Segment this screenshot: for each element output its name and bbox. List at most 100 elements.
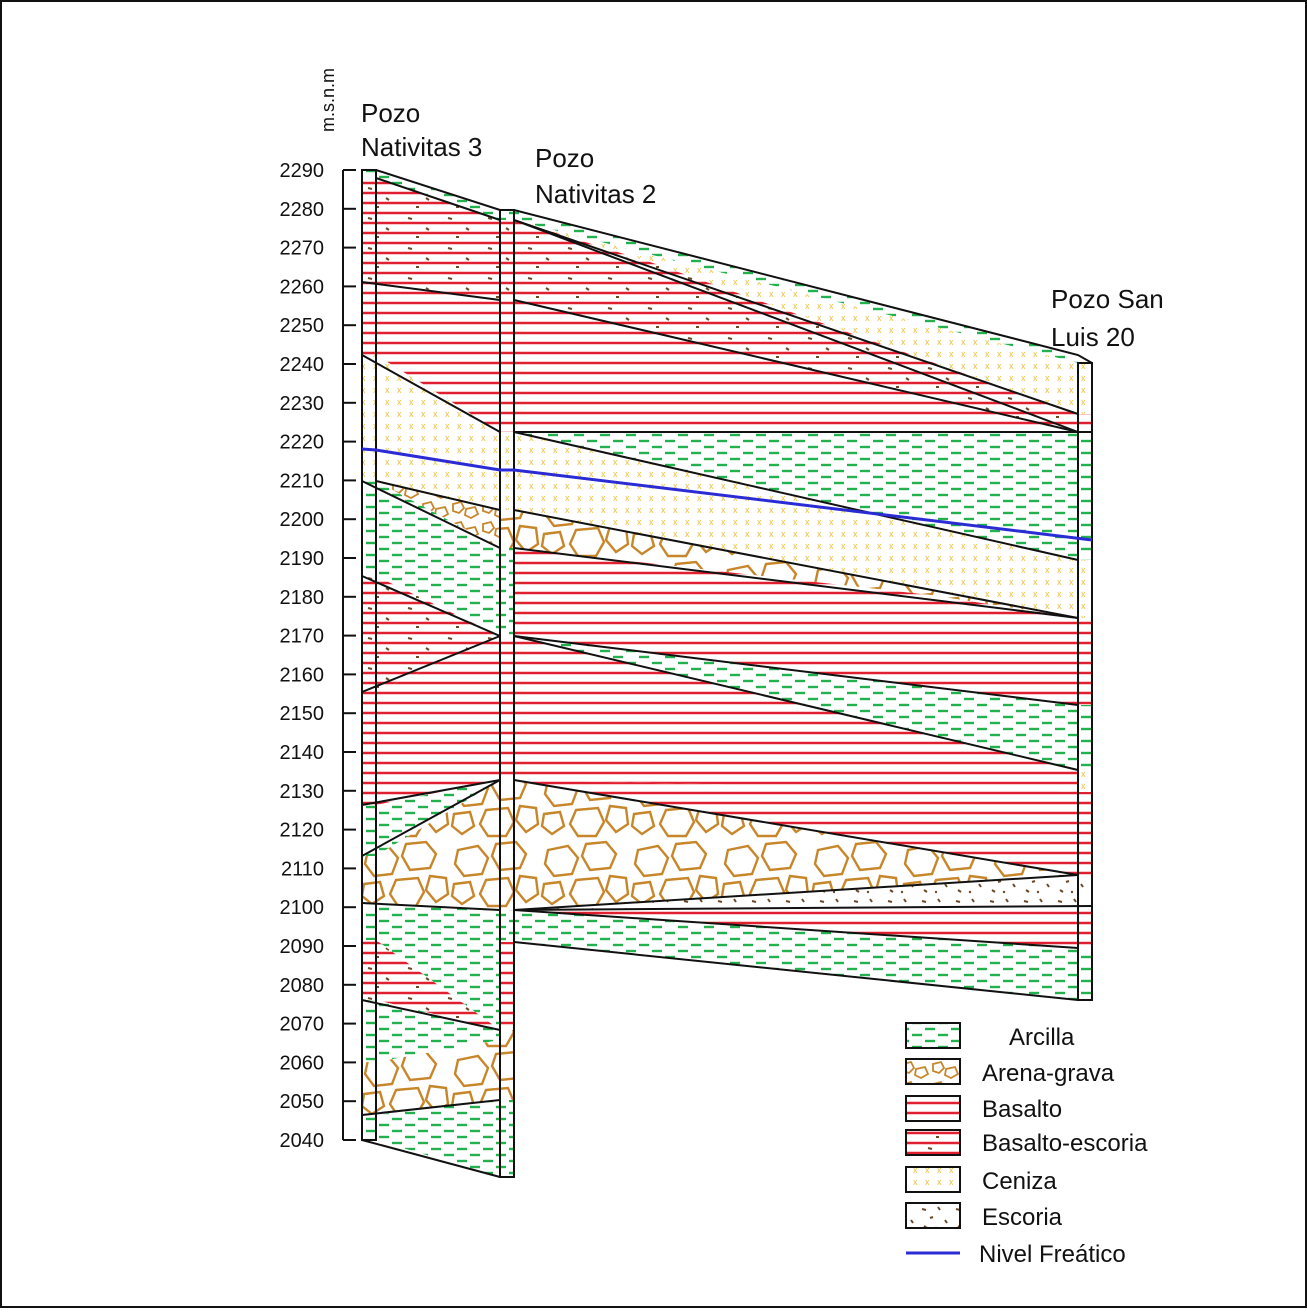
well-label-nativitas2-line1: Pozo xyxy=(535,143,594,173)
unit-basalto xyxy=(362,692,376,805)
unit-arcilla xyxy=(362,805,376,856)
well-label-sanluis20-line1: Pozo San xyxy=(1051,284,1164,314)
lithology-units xyxy=(362,170,1092,1177)
unit-arcilla xyxy=(376,481,500,636)
unit-arcilla xyxy=(514,910,1078,1000)
axis-tick-label: 2100 xyxy=(280,897,325,919)
axis-tick-label: 2050 xyxy=(280,1091,325,1113)
unit-basalto xyxy=(376,636,500,805)
unit-arcilla xyxy=(376,170,500,220)
axis-tick-label: 2040 xyxy=(280,1130,325,1152)
axis-ticks: 2290228022702260225022402230222022102200… xyxy=(280,160,356,1152)
axis-tick-label: 2170 xyxy=(280,626,325,648)
legend-label-nivel-freatico: Nivel Freático xyxy=(979,1241,1126,1268)
unit-basalto-escoria xyxy=(362,178,376,282)
axis-tick-label: 2090 xyxy=(280,936,325,958)
well-label-sanluis20-line2: Luis 20 xyxy=(1051,322,1135,352)
unit-basalto-escoria xyxy=(376,576,500,692)
unit-arcilla xyxy=(1078,948,1092,1000)
axis-tick-label: 2070 xyxy=(280,1014,325,1036)
legend-label-arcilla: Arcilla xyxy=(1009,1024,1075,1051)
unit-arcilla xyxy=(500,910,514,942)
axis-tick-label: 2120 xyxy=(280,820,325,842)
legend-item-escoria: Escoria xyxy=(905,1202,1063,1231)
axis-tick-label: 2240 xyxy=(280,354,325,376)
axis-tick-label: 2080 xyxy=(280,975,325,997)
legend-swatch-basalto-escoria xyxy=(905,1129,961,1156)
legend-swatch-ceniza xyxy=(905,1166,961,1193)
unit-arena-grava xyxy=(500,510,514,548)
unit-basalto xyxy=(376,282,500,432)
legend-label-arena-grava: Arena-grava xyxy=(982,1060,1115,1087)
legend-item-basalto-escoria: Basalto-escoria xyxy=(905,1129,1148,1157)
unit-arena-grava xyxy=(500,1030,514,1100)
legend-swatch-basalto xyxy=(905,1095,961,1122)
elevation-axis: 2290228022702260225022402230222022102200… xyxy=(280,68,356,1152)
unit-arena-grava xyxy=(362,856,376,903)
axis-tick-label: 2250 xyxy=(280,315,325,337)
contact-lines xyxy=(361,169,1093,1178)
unit-arcilla xyxy=(362,481,376,576)
unit-basalto xyxy=(1078,792,1092,875)
unit-basalto-escoria xyxy=(376,178,500,300)
axis-tick-label: 2160 xyxy=(280,664,325,686)
legend-item-arena-grava: Arena-grava xyxy=(905,1058,1115,1087)
well-label-nativitas3-line1: Pozo xyxy=(361,98,420,128)
axis-tick-label: 2130 xyxy=(280,781,325,803)
unit-arcilla xyxy=(362,170,376,178)
axis-tick-label: 2200 xyxy=(280,509,325,531)
axis-tick-label: 2110 xyxy=(281,858,324,880)
water-table-line xyxy=(361,447,1093,542)
unit-arcilla xyxy=(500,548,514,636)
unit-ceniza xyxy=(1078,363,1092,414)
unit-basalto xyxy=(500,300,514,432)
unit-ceniza xyxy=(1078,770,1092,792)
unit-basalto xyxy=(500,942,514,1030)
unit-arcilla xyxy=(376,903,500,1030)
unit-arena-grava xyxy=(376,780,500,910)
legend-swatch-arcilla xyxy=(905,1022,961,1049)
axis-tick-label: 2260 xyxy=(280,276,325,298)
legend-label-basalto: Basalto xyxy=(982,1096,1062,1123)
unit-ceniza xyxy=(1078,560,1092,618)
unit-basalto xyxy=(362,282,376,355)
unit-arcilla xyxy=(362,1000,376,1062)
unit-basalto xyxy=(1078,414,1092,432)
unit-basalto-escoria xyxy=(362,576,376,692)
legend: Arcilla Arena-grava Basalto Basalto-esco… xyxy=(905,1022,1148,1268)
axis-tick-label: 2220 xyxy=(280,432,325,454)
axis-tick-label: 2140 xyxy=(280,742,325,764)
unit-arcilla xyxy=(362,903,376,940)
unit-arena-grava xyxy=(500,780,514,910)
axis-tick-label: 2290 xyxy=(280,160,325,182)
axis-tick-label: 2230 xyxy=(280,393,325,415)
legend-label-escoria: Escoria xyxy=(982,1204,1063,1231)
unit-escoria xyxy=(1078,875,1092,906)
unit-ceniza xyxy=(376,355,500,510)
unit-arcilla xyxy=(1078,432,1092,560)
unit-arcilla xyxy=(500,210,514,220)
axis-tick-label: 2280 xyxy=(280,199,325,221)
unit-ceniza xyxy=(514,432,1078,618)
legend-label-basalto-escoria: Basalto-escoria xyxy=(982,1130,1148,1157)
unit-basalto xyxy=(1078,618,1092,705)
axis-tick-label: 2150 xyxy=(280,703,325,725)
unit-arena-grava xyxy=(376,1040,500,1115)
legend-item-nivel-freatico: Nivel Freático xyxy=(906,1241,1126,1268)
axis-tick-label: 2190 xyxy=(280,548,325,570)
unit-basalto xyxy=(1078,906,1092,948)
legend-item-arcilla: Arcilla xyxy=(905,1022,1075,1051)
unit-basalto xyxy=(514,636,1078,792)
unit-basalto xyxy=(514,548,1078,705)
axis-unit-label: m.s.n.m xyxy=(318,68,338,132)
axis-tick-label: 2180 xyxy=(280,587,325,609)
unit-arcilla xyxy=(500,1100,514,1177)
well-labels: Pozo Nativitas 3 Pozo Nativitas 2 Pozo S… xyxy=(361,98,1164,352)
well-label-nativitas2-line2: Nativitas 2 xyxy=(535,179,656,209)
legend-swatch-escoria xyxy=(905,1202,961,1229)
legend-item-basalto: Basalto xyxy=(905,1095,1062,1123)
legend-swatch-arena-grava xyxy=(905,1058,961,1085)
